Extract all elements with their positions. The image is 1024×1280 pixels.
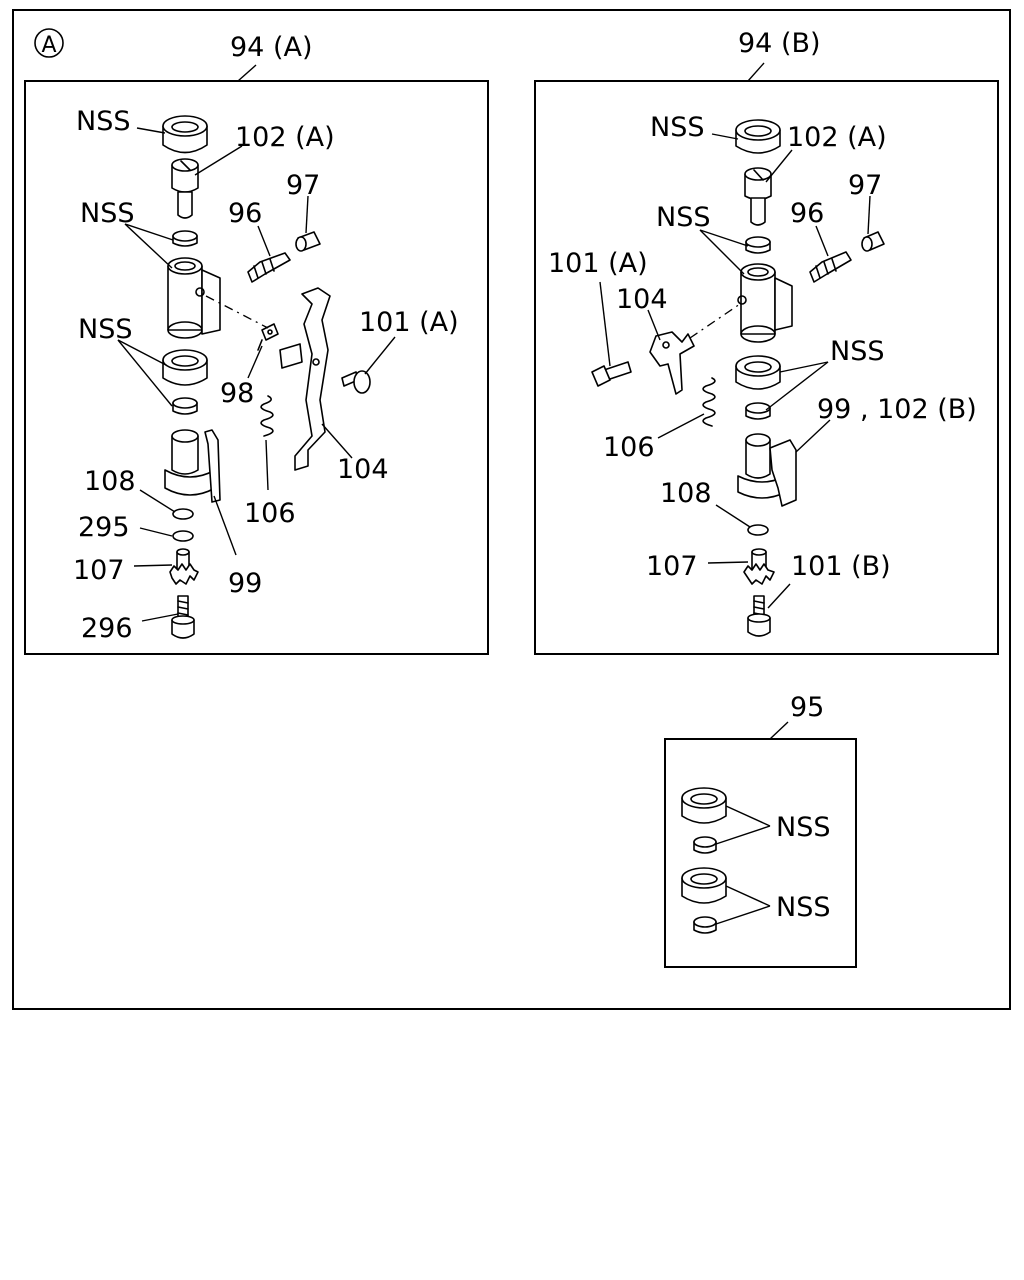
group-94b-part-96 xyxy=(809,251,852,283)
group-94a-label-nss-low: NSS xyxy=(78,314,132,345)
group-94a-part-102a xyxy=(171,158,199,219)
group-94b-cylinder-body xyxy=(737,263,793,343)
group-94a-label-97: 97 xyxy=(286,170,320,201)
group-94a-nss-cap xyxy=(162,115,208,154)
group-94b-nss-cap xyxy=(735,119,781,154)
group-94a-frame xyxy=(24,80,489,655)
kit-95-label-nss-2: NSS xyxy=(776,892,830,923)
group-94a: 94 (A) xyxy=(24,32,489,655)
section-mark: A xyxy=(34,28,64,58)
outer-frame xyxy=(12,9,1011,1010)
group-94a-part-108 xyxy=(172,508,194,520)
group-94a-part-98 xyxy=(257,323,279,351)
kit-95-nss-washer-1 xyxy=(693,836,717,854)
group-94b: 94 (B) xyxy=(534,28,999,655)
kit-95-title: 95 xyxy=(790,692,824,723)
kit-95-nss-washer-2 xyxy=(693,916,717,934)
group-94b-part-101b xyxy=(747,595,771,637)
group-94a-label-108: 108 xyxy=(84,466,136,497)
kit-95: 95 NSS NSS xyxy=(664,692,857,968)
kit-95-nss-cap-1 xyxy=(681,787,727,824)
kit-95-nss-cap-2 xyxy=(681,867,727,904)
group-94a-nss-washer-lower xyxy=(172,397,198,415)
group-94a-part-295 xyxy=(172,530,194,542)
group-94a-label-98: 98 xyxy=(220,378,254,409)
group-94a-label-296: 296 xyxy=(81,613,133,644)
group-94b-nss-washer-lower xyxy=(745,402,771,420)
group-94b-title: 94 (B) xyxy=(738,28,821,59)
group-94b-label-nss-top: NSS xyxy=(650,112,704,143)
group-94b-nss-washer-mid xyxy=(745,236,771,254)
group-94b-part-97 xyxy=(861,231,885,252)
group-94a-label-106: 106 xyxy=(244,498,296,529)
group-94b-part-104 xyxy=(649,331,695,395)
group-94a-part-96 xyxy=(247,252,291,283)
group-94a-part-97 xyxy=(295,231,321,252)
group-94b-label-99-102b: 99 , 102 (B) xyxy=(817,394,977,425)
group-94b-nss-cap-lower xyxy=(735,355,781,390)
group-94a-part-104 xyxy=(279,287,331,471)
group-94b-part-108 xyxy=(747,524,769,536)
group-94b-label-108: 108 xyxy=(660,478,712,509)
group-94b-label-96: 96 xyxy=(790,198,824,229)
group-94b-label-nss-mid: NSS xyxy=(656,202,710,233)
group-94b-label-101b: 101 (B) xyxy=(791,551,891,582)
group-94b-label-107: 107 xyxy=(646,551,698,582)
kit-95-label-nss-1: NSS xyxy=(776,812,830,843)
group-94b-frame xyxy=(534,80,999,655)
group-94b-part-107 xyxy=(743,548,775,585)
group-94b-label-101a: 101 (A) xyxy=(548,248,648,279)
group-94a-title: 94 (A) xyxy=(230,32,312,63)
group-94b-part-101a xyxy=(591,361,632,387)
group-94a-label-295: 295 xyxy=(78,512,130,543)
group-94a-label-99: 99 xyxy=(228,568,262,599)
group-94a-label-107: 107 xyxy=(73,555,125,586)
group-94a-part-106 xyxy=(260,395,274,437)
group-94a-label-nss-mid: NSS xyxy=(80,198,134,229)
group-94b-label-104: 104 xyxy=(616,284,668,315)
group-94b-label-106: 106 xyxy=(603,432,655,463)
group-94a-label-96: 96 xyxy=(228,198,262,229)
group-94b-part-102a xyxy=(744,167,772,226)
group-94a-nss-cap-lower xyxy=(162,349,208,386)
group-94b-part-106 xyxy=(702,377,716,427)
group-94a-part-101a xyxy=(341,370,371,394)
group-94b-label-97: 97 xyxy=(848,170,882,201)
group-94b-label-nss-low: NSS xyxy=(830,336,884,367)
group-94a-part-99 xyxy=(164,429,221,503)
group-94b-label-102a: 102 (A) xyxy=(787,122,887,153)
kit-95-frame xyxy=(664,738,857,968)
group-94b-part-99-102b xyxy=(737,433,797,507)
section-mark-letter: A xyxy=(41,33,56,58)
group-94a-label-104: 104 xyxy=(337,454,389,485)
group-94a-label-102a: 102 (A) xyxy=(235,122,335,153)
group-94a-part-296 xyxy=(171,595,195,639)
group-94a-cylinder-body xyxy=(167,257,221,339)
group-94a-nss-washer-mid xyxy=(172,230,198,247)
group-94a-part-107 xyxy=(169,548,199,585)
group-94a-label-101a: 101 (A) xyxy=(359,307,459,338)
group-94a-label-nss-top: NSS xyxy=(76,106,130,137)
